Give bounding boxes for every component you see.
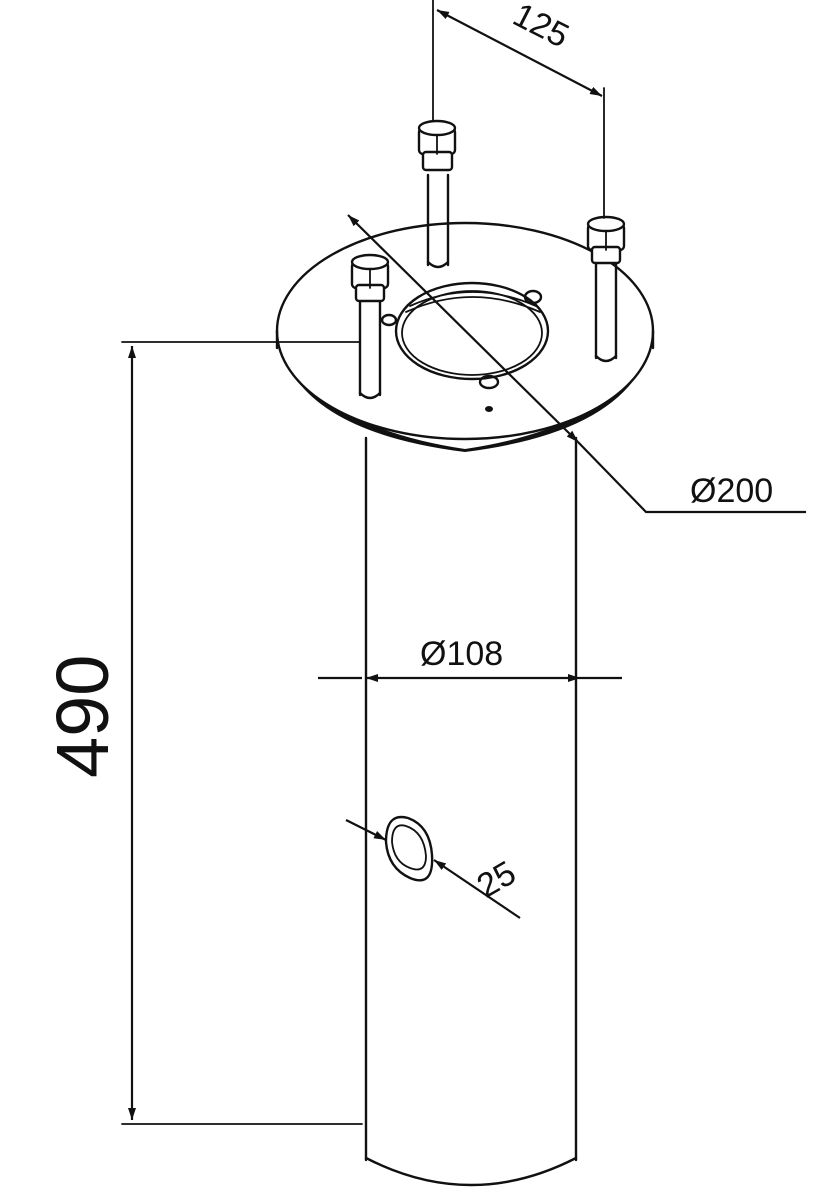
flange-diameter-label: Ø200 <box>690 472 773 510</box>
slot-size-label: 25 <box>471 854 523 906</box>
height-label: 490 <box>41 655 124 778</box>
tube-body <box>364 436 578 1187</box>
bolt-spacing-label: 125 <box>507 0 575 55</box>
tube-slot <box>384 815 434 882</box>
dimension-diameter-200 <box>347 214 806 514</box>
dimension-490 <box>121 341 363 1125</box>
tube-diameter-label: Ø108 <box>420 635 503 673</box>
dimension-125 <box>432 0 605 219</box>
dimension-25 <box>345 819 521 919</box>
bolt-right <box>586 215 626 363</box>
